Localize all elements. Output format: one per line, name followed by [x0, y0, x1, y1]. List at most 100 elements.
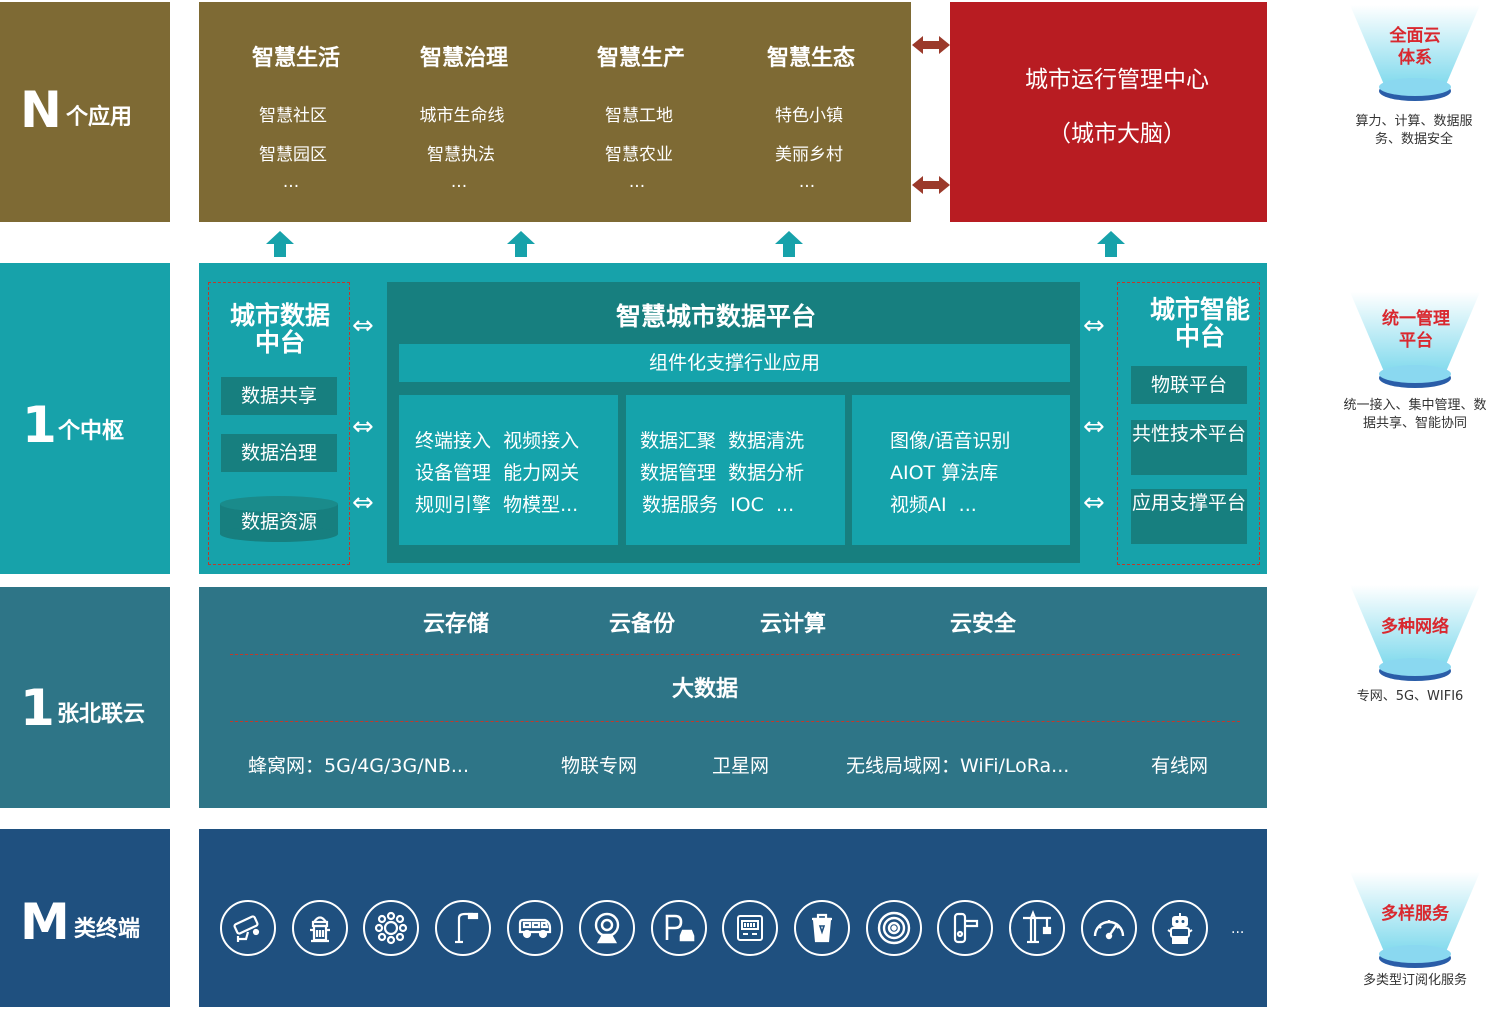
- data-center-item: 数据资源: [240, 511, 317, 533]
- double-arrow-icon: ⇔: [1083, 412, 1105, 442]
- app-item: 城市生命线: [419, 106, 505, 126]
- label-hub-big: 1: [22, 396, 57, 454]
- cctv-camera-icon: [220, 900, 276, 956]
- city-brain-subtitle: （城市大脑）: [1048, 121, 1186, 147]
- up-arrow-icon: [507, 231, 535, 257]
- app-item: ...: [628, 172, 646, 192]
- side-badge-desc: 算力、计算、数据服务、数据安全: [1355, 114, 1473, 147]
- hologram-icon: [1350, 292, 1480, 388]
- platform-cell-row: 规则引擎 物模型...: [415, 494, 579, 516]
- smart-lock-icon: [937, 900, 993, 956]
- app-item: 智慧工地: [605, 106, 673, 126]
- side-badge-title: 全面云体系: [1389, 26, 1441, 68]
- ai-center-box: [1117, 282, 1260, 565]
- database-icon: [220, 496, 338, 542]
- network-item: 物联专网: [561, 755, 638, 777]
- fire-hydrant-icon: [292, 900, 348, 956]
- ai-center-item: 应用支撑平台: [1131, 489, 1247, 544]
- app-item: ...: [798, 172, 816, 192]
- data-center-item: 数据治理: [221, 434, 337, 472]
- street-lamp-icon: [435, 900, 491, 956]
- up-arrow-icon: [266, 231, 294, 257]
- label-m-big: M: [20, 893, 70, 951]
- label-cloud-small: 张北联云: [57, 702, 146, 727]
- app-item: 智慧农业: [605, 145, 673, 165]
- label-n-small: 个应用: [66, 105, 133, 130]
- platform-cell-row: 数据管理 数据分析: [640, 462, 805, 484]
- up-arrow-icon: [775, 231, 803, 257]
- hologram-icon: [1350, 5, 1480, 101]
- double-arrow-icon: [912, 36, 950, 54]
- platform-cell-iot: 终端接入 视频接入 设备管理 能力网关 规则引擎 物模型...: [399, 395, 618, 545]
- double-arrow-icon: ⇔: [352, 311, 374, 341]
- trash-bin-icon: [794, 900, 850, 956]
- app-column-title: 智慧生态: [766, 46, 855, 71]
- gauge-icon: [1081, 900, 1137, 956]
- cloud-service: 云计算: [760, 612, 827, 637]
- platform-cell-row: AIOT 算法库: [890, 462, 999, 484]
- big-data-label: 大数据: [672, 677, 739, 702]
- hologram-icon: [1350, 872, 1480, 968]
- app-item: 智慧执法: [427, 145, 495, 165]
- data-center-item: 数据共享: [221, 377, 337, 415]
- divider: [230, 721, 1240, 722]
- app-column-title: 智慧治理: [419, 46, 508, 71]
- platform-cell-row: 图像/语音识别: [890, 430, 1011, 452]
- hologram-icon: [1350, 585, 1480, 681]
- ai-center-title: 城市智能中台: [1149, 295, 1250, 351]
- cloud-service: 云安全: [950, 612, 1017, 637]
- side-badge-desc: 专网、5G、WIFI6: [1356, 689, 1464, 704]
- data-platform-title: 智慧城市数据平台: [615, 302, 816, 331]
- network-item: 卫星网: [712, 755, 770, 777]
- app-item: 特色小镇: [775, 106, 843, 126]
- side-badge-title: 统一管理平台: [1382, 309, 1450, 351]
- double-arrow-icon: ⇔: [352, 412, 374, 442]
- app-column-title: 智慧生产: [596, 46, 685, 71]
- app-item: 美丽乡村: [775, 145, 843, 165]
- data-platform-subtitle: 组件化支撑行业应用: [399, 344, 1070, 382]
- side-badge-title: 多样服务: [1381, 904, 1449, 924]
- smart-panel-icon: [722, 900, 778, 956]
- double-arrow-icon: [912, 176, 950, 194]
- double-arrow-icon: ⇔: [1083, 488, 1105, 518]
- app-item: ...: [450, 172, 468, 192]
- network-item: 有线网: [1151, 755, 1209, 777]
- webcam-icon: [579, 900, 635, 956]
- up-arrow-icon: [1097, 231, 1125, 257]
- platform-cell-row: 终端接入 视频接入: [415, 430, 580, 452]
- platform-cell-row: 数据服务 IOC ...: [642, 494, 795, 516]
- divider: [230, 654, 1240, 655]
- network-item: 蜂窝网：5G/4G/3G/NB...: [248, 755, 470, 777]
- sensor-node-icon: [363, 900, 419, 956]
- terminals-more: ...: [1231, 921, 1245, 937]
- double-arrow-icon: ⇔: [352, 488, 374, 518]
- apps-panel: [199, 2, 911, 222]
- city-brain-panel: [950, 2, 1267, 222]
- label-m-terminals: M 类终端: [0, 829, 170, 1007]
- label-n-big: N: [20, 81, 62, 139]
- ai-center-item: 物联平台: [1131, 366, 1247, 404]
- platform-cell-row: 视频AI ...: [890, 494, 977, 516]
- app-item: ...: [282, 172, 300, 192]
- data-center-title: 城市数据中台: [229, 301, 330, 357]
- vehicle-icon: [507, 900, 563, 956]
- ai-center-item: 共性技术平台: [1131, 420, 1247, 475]
- cloud-panel: [199, 587, 1267, 808]
- double-arrow-icon: ⇔: [1083, 311, 1105, 341]
- cloud-service: 云备份: [609, 612, 676, 637]
- platform-cell-data: 数据汇聚 数据清洗 数据管理 数据分析 数据服务 IOC ...: [626, 395, 845, 545]
- cloud-service: 云存储: [423, 612, 490, 637]
- side-badge-desc: 统一接入、集中管理、数据共享、智能协同: [1343, 398, 1487, 431]
- app-column-title: 智慧生活: [251, 46, 340, 71]
- label-cloud: 1 张北联云: [0, 587, 170, 808]
- platform-cell-row: 数据汇聚 数据清洗: [640, 430, 805, 452]
- parking-icon: [651, 900, 707, 956]
- label-hub: 1 个中枢: [0, 263, 170, 574]
- radar-icon: [866, 900, 922, 956]
- label-m-small: 类终端: [74, 917, 141, 942]
- label-n-apps: N 个应用: [0, 2, 170, 222]
- robot-icon: [1152, 900, 1208, 956]
- app-item: 智慧社区: [259, 106, 327, 126]
- network-item: 无线局域网：WiFi/LoRa...: [846, 755, 1070, 777]
- tower-crane-icon: [1009, 900, 1065, 956]
